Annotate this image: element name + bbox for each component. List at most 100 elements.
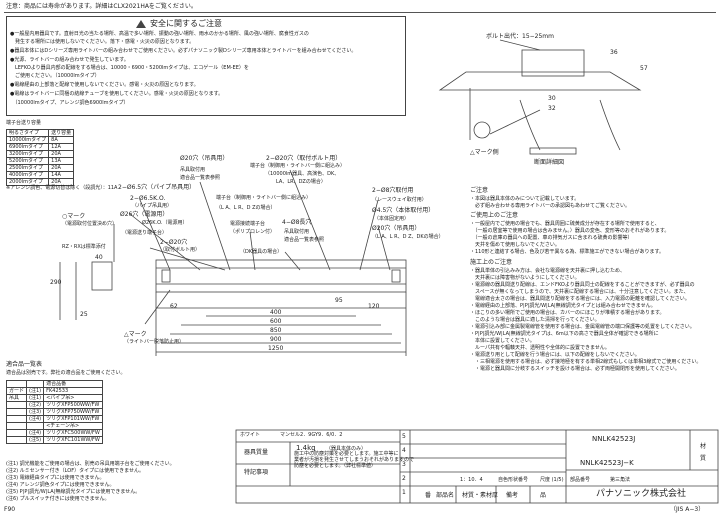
- label-terminal2: （10000lm器具、高演色、DK、: [265, 171, 340, 177]
- label-45: Ø4.5穴（本体取付用）: [372, 207, 435, 214]
- notes-line: 必ず組み合わせる専用ライトバーの承認図もあわせてご覧ください。: [470, 203, 631, 209]
- col-header: 部品名: [436, 492, 455, 499]
- notes-line: ・電源引込み部に金属製電線管を使用する場合は、金属電線管の端口保護等の処置をして…: [470, 324, 695, 330]
- fit-cell: <パイプ吊>: [43, 394, 103, 402]
- label-power-c: （ポリプロレン付）: [230, 229, 276, 235]
- special-text: 業者が汚損を発生させてしまうおそれがありますので: [294, 457, 415, 463]
- safety-line: ●器具本体にはDシリーズ専用ライトバーの組み合わせでご使用ください。必ずパナソニ…: [10, 48, 357, 54]
- dim-57: 57: [640, 65, 648, 72]
- dim-1250: 1250: [268, 345, 284, 352]
- scale-label: 尺度 (1/5): [540, 477, 564, 483]
- fit-footnote: (注3) 電線経由タイプには使用できません。: [6, 475, 105, 481]
- fit-cell: [5, 429, 28, 437]
- label-delta2: △マーク側: [470, 149, 499, 156]
- fit-cell: 吊具: [5, 394, 28, 402]
- notes-title1: ご注意: [470, 187, 489, 194]
- special-text: 施工中の防塵対策を必要とします。施工中等に: [294, 451, 399, 457]
- dim-400: 400: [270, 309, 282, 316]
- dim-120: 120: [368, 303, 380, 310]
- fit-blank: [26, 380, 45, 388]
- notes-line: （一般の居室等で使用の場合は含みません。）器具の変色、変形等のおそれがあります。: [470, 228, 670, 234]
- col-header: 番: [425, 492, 432, 499]
- notes-line: ・P|P|調光/W|LA|無線調光タイプは、6m以下の高さで器具全体が確認できる…: [470, 331, 659, 337]
- notes-line: ・電源送り用として配線を行う場合には、以下の配線をしないでください。: [470, 352, 640, 358]
- fit-cell: [5, 422, 28, 430]
- label-mounting: 吊具取付用: [180, 167, 206, 173]
- label-fit: 適合品一覧表参照: [180, 175, 221, 181]
- fit-cell: (注1): [26, 394, 45, 402]
- terminal-cell: 2000lmタイプ: [5, 178, 50, 186]
- notes-line: ・ほこりの多い場所でご使用の場合は、カバーのにほこりが堆積する場合があります。: [470, 310, 665, 316]
- label-2-65: 2−Ø6.5K.O.: [130, 195, 166, 202]
- label-rz: （電源取付位置決め穴）: [62, 221, 118, 227]
- safety-line: ●電線経由の上部落と配線で使用しないでください。感電・火災の原因となります。: [10, 82, 199, 88]
- label-terminal5: （L A、L R、D Zの場合）: [216, 205, 276, 211]
- fit-footnote: (注5) P|P|調光/W|LA|無線調光タイプには使用できません。: [6, 489, 141, 495]
- notes-line: 天井を傷めて使用しないでください。: [470, 242, 560, 248]
- fit-cell: (注1): [26, 387, 45, 395]
- side-label-1: 材: [700, 443, 707, 450]
- fit-table-subtitle: 適合品は別売です。弊社の適合品をご使用ください。: [6, 370, 126, 376]
- fit-cell: ガード: [5, 387, 28, 395]
- terminal-table-title: 端子台送り容量: [6, 120, 42, 126]
- terminal-cell: 20A: [48, 178, 75, 186]
- fit-cell: [5, 415, 28, 423]
- fit-cell: (注4): [26, 415, 45, 423]
- safety-line: ●電線はライトバーに同梱の結線チューブを使用してください。感電・火災の原因となり…: [10, 91, 224, 97]
- dim-30: 30: [548, 95, 556, 102]
- fit-table: 適合品番 ガード(注1)FK42533 吊具(注1)<パイプ吊> (注2)ツリグ…: [5, 380, 103, 444]
- safety-line: （10000lmタイプ、アレンジ調色6900lmタイプ）: [10, 100, 129, 106]
- label-bolt: （取付ボルト用）: [160, 247, 201, 253]
- scale-value: 1：10．4: [460, 477, 483, 483]
- col-header: 備考: [506, 492, 519, 499]
- side-label-2: 質: [700, 455, 707, 462]
- notes-line: ・110形と連結する場合、色及び若干異なる為、標準施工ができない場合があります。: [470, 249, 665, 255]
- label-20right: Ø20穴（吊具用）: [372, 225, 421, 232]
- dim-95: 95: [335, 297, 343, 304]
- safety-line: ●光源、ライトバーの組み合わせで発生しています。: [10, 57, 129, 63]
- mass-value: 1.4kg: [296, 444, 316, 452]
- label-2-20b: 2−Ø20穴: [160, 239, 188, 246]
- label-ship: （本体固定用）: [374, 216, 410, 222]
- row-num: 3: [402, 461, 406, 468]
- page-label: 第三角法: [610, 477, 631, 483]
- label-dk: （DK器具の場合）: [240, 249, 283, 255]
- label-pipe: （パイプ吊具用）: [132, 203, 173, 209]
- notes-line: このような場合は器具に適した清掃を行ってください。: [470, 317, 600, 323]
- label-20hole: Ø20穴（吊具用）: [180, 155, 229, 162]
- dim-600: 600: [270, 318, 282, 325]
- label-terminal3: LA、LR、DZの場合）: [276, 179, 326, 185]
- notes-line: 電線適合太さの場合は、器具間送り配線をする場合には、入力電源の距離を確認してくだ…: [470, 296, 690, 302]
- label-delta: △マーク: [124, 331, 147, 338]
- fit-cell: <チェーン吊>: [43, 422, 103, 430]
- fit-cell: [5, 408, 28, 416]
- part-number-1: NNLK42523J: [592, 435, 636, 443]
- dim-900: 900: [270, 336, 282, 343]
- top-divider: [4, 12, 716, 13]
- fit-footnote: (注1) 調光機能をご使用の場合は、別売の吊具用端子台をご使用ください。: [6, 461, 175, 467]
- part-number-2: NNLK42523J−K: [580, 459, 634, 467]
- notes-line: スペースが無くなってしまうので、天井裏に配線する場合には、十分注意してください。…: [470, 289, 689, 295]
- fit-cell: ツリグXFC101WW/FW: [43, 436, 103, 444]
- label-power-b: 電源接続端子台: [230, 221, 266, 227]
- num-label: 品: [540, 492, 547, 499]
- special-text: 防塵を必要とします。（弊社標準値）: [294, 463, 377, 469]
- label-mark: ○マーク: [62, 213, 86, 220]
- finish-label: ホワイト: [240, 432, 261, 438]
- finish-value: マンセル2．9GY9．6/0．2: [280, 432, 343, 438]
- label-section: 断面詳細図: [534, 159, 565, 166]
- dim-40: 40: [95, 254, 103, 261]
- fit-cell: ツリグXFP500WW/FW: [43, 401, 103, 409]
- dim-25: 25: [80, 311, 88, 318]
- fit-col-head: 適合品番: [43, 380, 103, 388]
- special-label: 特記事項: [244, 469, 269, 476]
- notes-line: ・本図は器具本体のみについて記載しています。: [470, 196, 580, 202]
- dim-62: 62: [170, 303, 178, 310]
- row-num: 5: [402, 433, 406, 440]
- label-26k: Ø26K.O.（電源用）: [142, 220, 188, 226]
- safety-line: LEFKOより器具内部の配線をする場合は、10000・6900・5200lmタイ…: [10, 65, 249, 71]
- warning-icon: [136, 20, 146, 28]
- label-terminal4: 端子台（制御用・ライトバー側に組込み）: [216, 195, 312, 201]
- notes-line: 本体に設置してください。: [470, 338, 535, 344]
